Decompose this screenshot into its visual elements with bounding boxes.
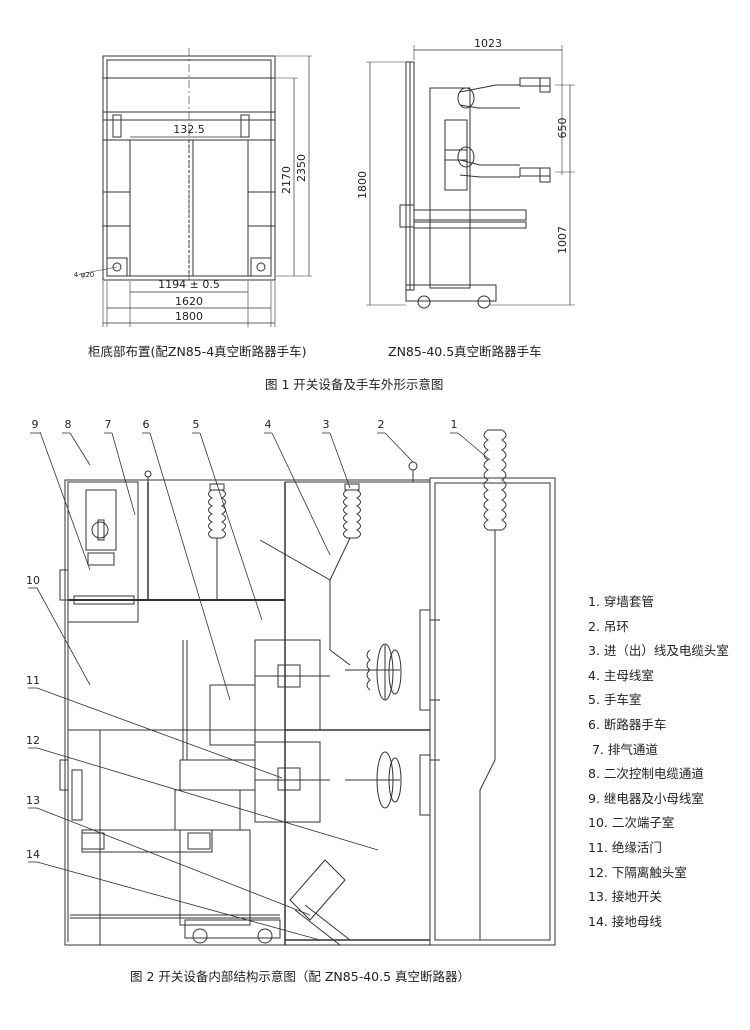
dim-1194: 1194 ± 0.5 (158, 278, 220, 291)
dim-1620: 1620 (175, 295, 203, 308)
callout-14: 14 (26, 848, 40, 861)
legend-item: 6. 断路器手车 (588, 716, 667, 732)
dim-1800-height: 1800 (356, 171, 369, 199)
legend-item: 10. 二次端子室 (588, 815, 675, 831)
cable-insulators (345, 609, 431, 816)
component-legend: 1. 穿墙套管 2. 吊环 3. 进（出）线及电缆头室 4. 主母线室 5. 手… (588, 590, 729, 934)
cabinet-bottom-layout (79, 48, 312, 327)
dim-2170: 2170 (280, 166, 293, 194)
legend-item: 13. 接地开关 (588, 889, 662, 905)
legend-item: 9. 继电器及小母线室 (588, 790, 704, 806)
callout-10: 10 (26, 574, 40, 587)
callout-11: 11 (26, 674, 40, 687)
legend-item: 11. 绝缘活门 (588, 839, 662, 855)
callout-7: 7 (105, 418, 112, 431)
callout-3: 3 (323, 418, 330, 431)
callout-4: 4 (265, 418, 272, 431)
legend-item: 1. 穿墙套管 (588, 594, 654, 609)
dim-2350: 2350 (295, 154, 308, 182)
dim-1007: 1007 (556, 226, 569, 254)
figure1-title: 图 1 开关设备及手车外形示意图 (265, 377, 444, 392)
callout-1: 1 (451, 418, 458, 431)
figure1-right-caption: ZN85-40.5真空断路器手车 (388, 344, 542, 359)
earthing-switch (285, 859, 430, 946)
breaker-truck (70, 640, 281, 944)
callout-8: 8 (65, 418, 72, 431)
callout-5: 5 (193, 418, 200, 431)
dim-1800-width: 1800 (175, 310, 203, 323)
legend-item: 14. 接地母线 (588, 913, 662, 929)
legend-item: 7. 排气通道 (588, 741, 658, 757)
legend-item: 2. 吊环 (588, 618, 629, 634)
dim-1023: 1023 (474, 37, 502, 50)
wall-bushing (479, 429, 507, 940)
callout-9: 9 (32, 418, 39, 431)
legend-item: 8. 二次控制电缆通道 (588, 766, 704, 782)
callout-leaders (28, 431, 491, 941)
figure2-title: 图 2 开关设备内部结构示意图（配 ZN85-40.5 真空断路器） (130, 969, 471, 984)
callout-2: 2 (378, 418, 385, 431)
legend-item: 5. 手车室 (588, 692, 642, 708)
truck-outline (366, 45, 575, 309)
callout-12: 12 (26, 734, 40, 747)
dim-650: 650 (556, 118, 569, 139)
legend-item: 12. 下隔离触头室 (588, 864, 687, 880)
dim-132-5: 132.5 (173, 123, 205, 136)
callout-6: 6 (143, 418, 150, 431)
legend-item: 4. 主母线室 (588, 667, 654, 683)
figure1-left-caption: 柜底部布置(配ZN85-4真空断路器手车) (88, 344, 307, 359)
hole-label: 4-φ20 (74, 271, 95, 279)
callout-13: 13 (26, 794, 40, 807)
legend-item: 3. 进（出）线及电缆头室 (588, 643, 729, 659)
